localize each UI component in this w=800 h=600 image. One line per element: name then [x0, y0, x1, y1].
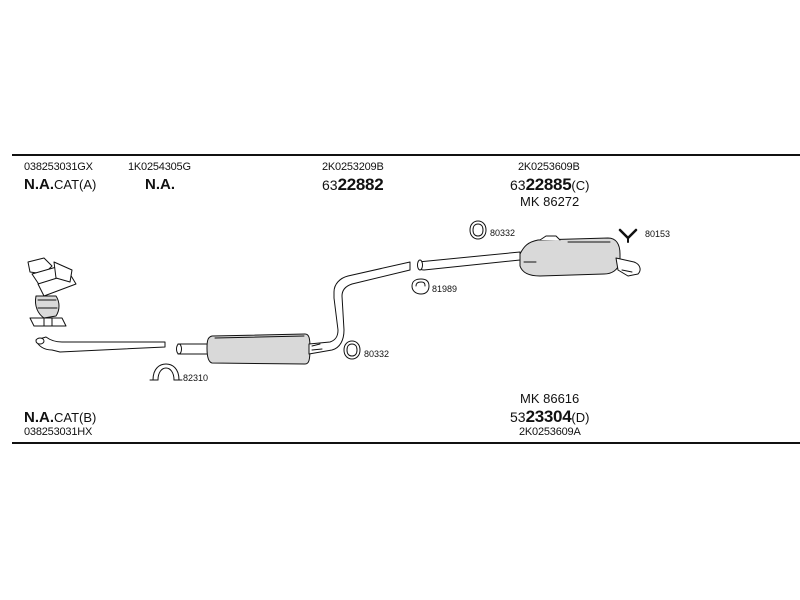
callout-ring: 81989 — [432, 284, 458, 294]
rear-kit-number: MK 86272 — [520, 194, 580, 209]
middle-silencer-prefix: 63 — [322, 177, 338, 193]
middle-silencer-part — [176, 261, 411, 365]
alt-rear-silencer-prefix: 53 — [510, 409, 526, 425]
catalyst-a-label: N.A.CAT(A) — [24, 177, 96, 193]
middle-silencer-number: 22882 — [337, 175, 384, 194]
rear-silencer-number: 22885 — [525, 175, 572, 194]
part-number-rear-silencer: 2K0253609B — [518, 161, 580, 173]
part-number-front-pipe: 1K0254305G — [128, 161, 191, 173]
alt-rear-silencer-number: 23304 — [525, 407, 572, 426]
callout-clamp-rear-top: 80332 — [490, 228, 516, 238]
manifold-catalyst-part — [27, 257, 77, 327]
rear-silencer-ref: 6322885(C) — [510, 176, 589, 194]
catalyst-a-cat: CAT(A) — [54, 177, 97, 192]
front-pipe-code: N.A. — [145, 176, 175, 193]
header-rule — [12, 154, 800, 156]
clamp-front-part — [149, 363, 183, 381]
middle-silencer-ref: 6322882 — [322, 175, 384, 194]
alt-kit-number: MK 86616 — [520, 391, 580, 406]
part-number-middle-silencer: 2K0253209B — [322, 161, 384, 173]
callout-clamp-mid: 80332 — [364, 349, 390, 359]
catalyst-b-cat: CAT(B) — [54, 410, 97, 425]
ring-part — [411, 278, 430, 295]
part-number-alt-rear-silencer: 2K0253609A — [519, 426, 581, 438]
hanger-rear-part — [618, 228, 638, 243]
catalyst-a-code: N.A. — [24, 176, 54, 193]
rear-silencer-part — [417, 235, 641, 277]
clamp-rear-top-part — [469, 220, 487, 240]
catalyst-b-code: N.A. — [24, 409, 54, 426]
callout-clamp-front: 82310 — [183, 373, 209, 383]
front-pipe-part — [35, 336, 166, 353]
catalyst-b-label: N.A.CAT(B) — [24, 410, 96, 426]
callout-hanger-rear: 80153 — [645, 229, 671, 239]
part-number-catalyst-a: 038253031GX — [24, 161, 93, 173]
clamp-mid-part — [343, 340, 361, 360]
rear-silencer-prefix: 63 — [510, 177, 526, 193]
rear-silencer-suffix: (C) — [571, 178, 590, 193]
footer-rule — [12, 442, 800, 444]
alt-rear-silencer-suffix: (D) — [571, 410, 590, 425]
part-number-catalyst-b: 038253031HX — [24, 426, 93, 438]
alt-rear-silencer-ref: 5323304(D) — [510, 408, 589, 426]
